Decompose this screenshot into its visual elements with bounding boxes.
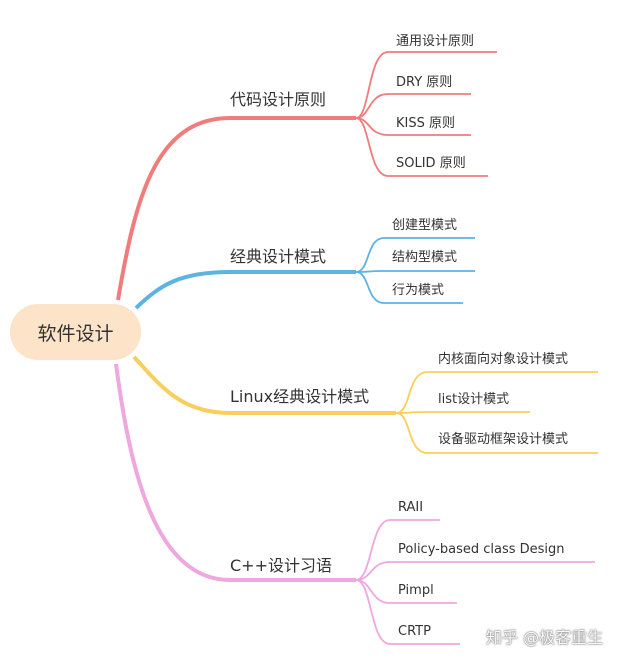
connector-leaf [395,371,598,414]
leaf-dry: DRY 原则 [396,75,453,90]
leaf-structural: 结构型模式 [392,250,458,265]
connector-root-linux-patterns [132,355,396,415]
watermark: 知乎 @极客重生 [486,628,604,647]
connector-leaf [395,412,598,454]
connector-leaf [355,237,475,273]
leaf-behavioral: 行为模式 [392,283,445,298]
leaf-solid: SOLID 原则 [396,156,466,171]
connector-leaf [355,117,488,177]
leaf-general-principles: 通用设计原则 [396,34,475,49]
leaf-driver-framework: 设备驱动框架设计模式 [438,432,569,447]
branch-design-patterns: 经典设计模式 [230,247,327,266]
connector-leaf [355,51,497,119]
connector-root-design-patterns [134,270,356,310]
branch-code-principles: 代码设计原则 [230,90,327,109]
connector-root-code-principles [116,116,356,301]
connector-root-cpp-idioms [114,363,356,582]
connector-leaf [355,519,440,581]
branch-cpp-idioms: C++设计习语 [230,556,332,575]
connector-leaf [355,579,460,645]
leaf-kiss: KISS 原则 [396,116,455,131]
connector-leaf [355,561,595,581]
root-node: 软件设计 [10,304,141,360]
connector-leaf [355,271,463,304]
leaf-raii: RAII [398,500,424,515]
connector-leaf [395,411,530,414]
branch-linux-patterns: Linux经典设计模式 [230,387,370,406]
leaf-pimpl: Pimpl [398,583,434,598]
leaf-crtp: CRTP [398,624,431,639]
leaf-policy-based: Policy-based class Design [398,542,565,557]
root-label: 软件设计 [37,322,114,345]
leaf-list-pattern: list设计模式 [438,392,510,407]
leaf-kernel-oo: 内核面向对象设计模式 [438,352,569,367]
leaf-creational: 创建型模式 [392,218,458,233]
connector-leaf [355,93,471,119]
connector-leaf [355,270,475,273]
